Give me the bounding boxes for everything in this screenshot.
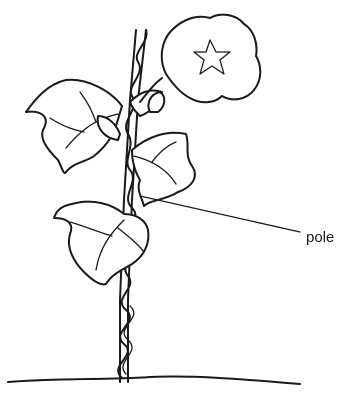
ground-line [8, 377, 300, 384]
pole-label: pole [306, 229, 334, 246]
pole-leader-line [140, 196, 300, 232]
leaf-lower [54, 202, 148, 285]
flower [162, 15, 261, 103]
leaf-middle-right [132, 133, 195, 206]
